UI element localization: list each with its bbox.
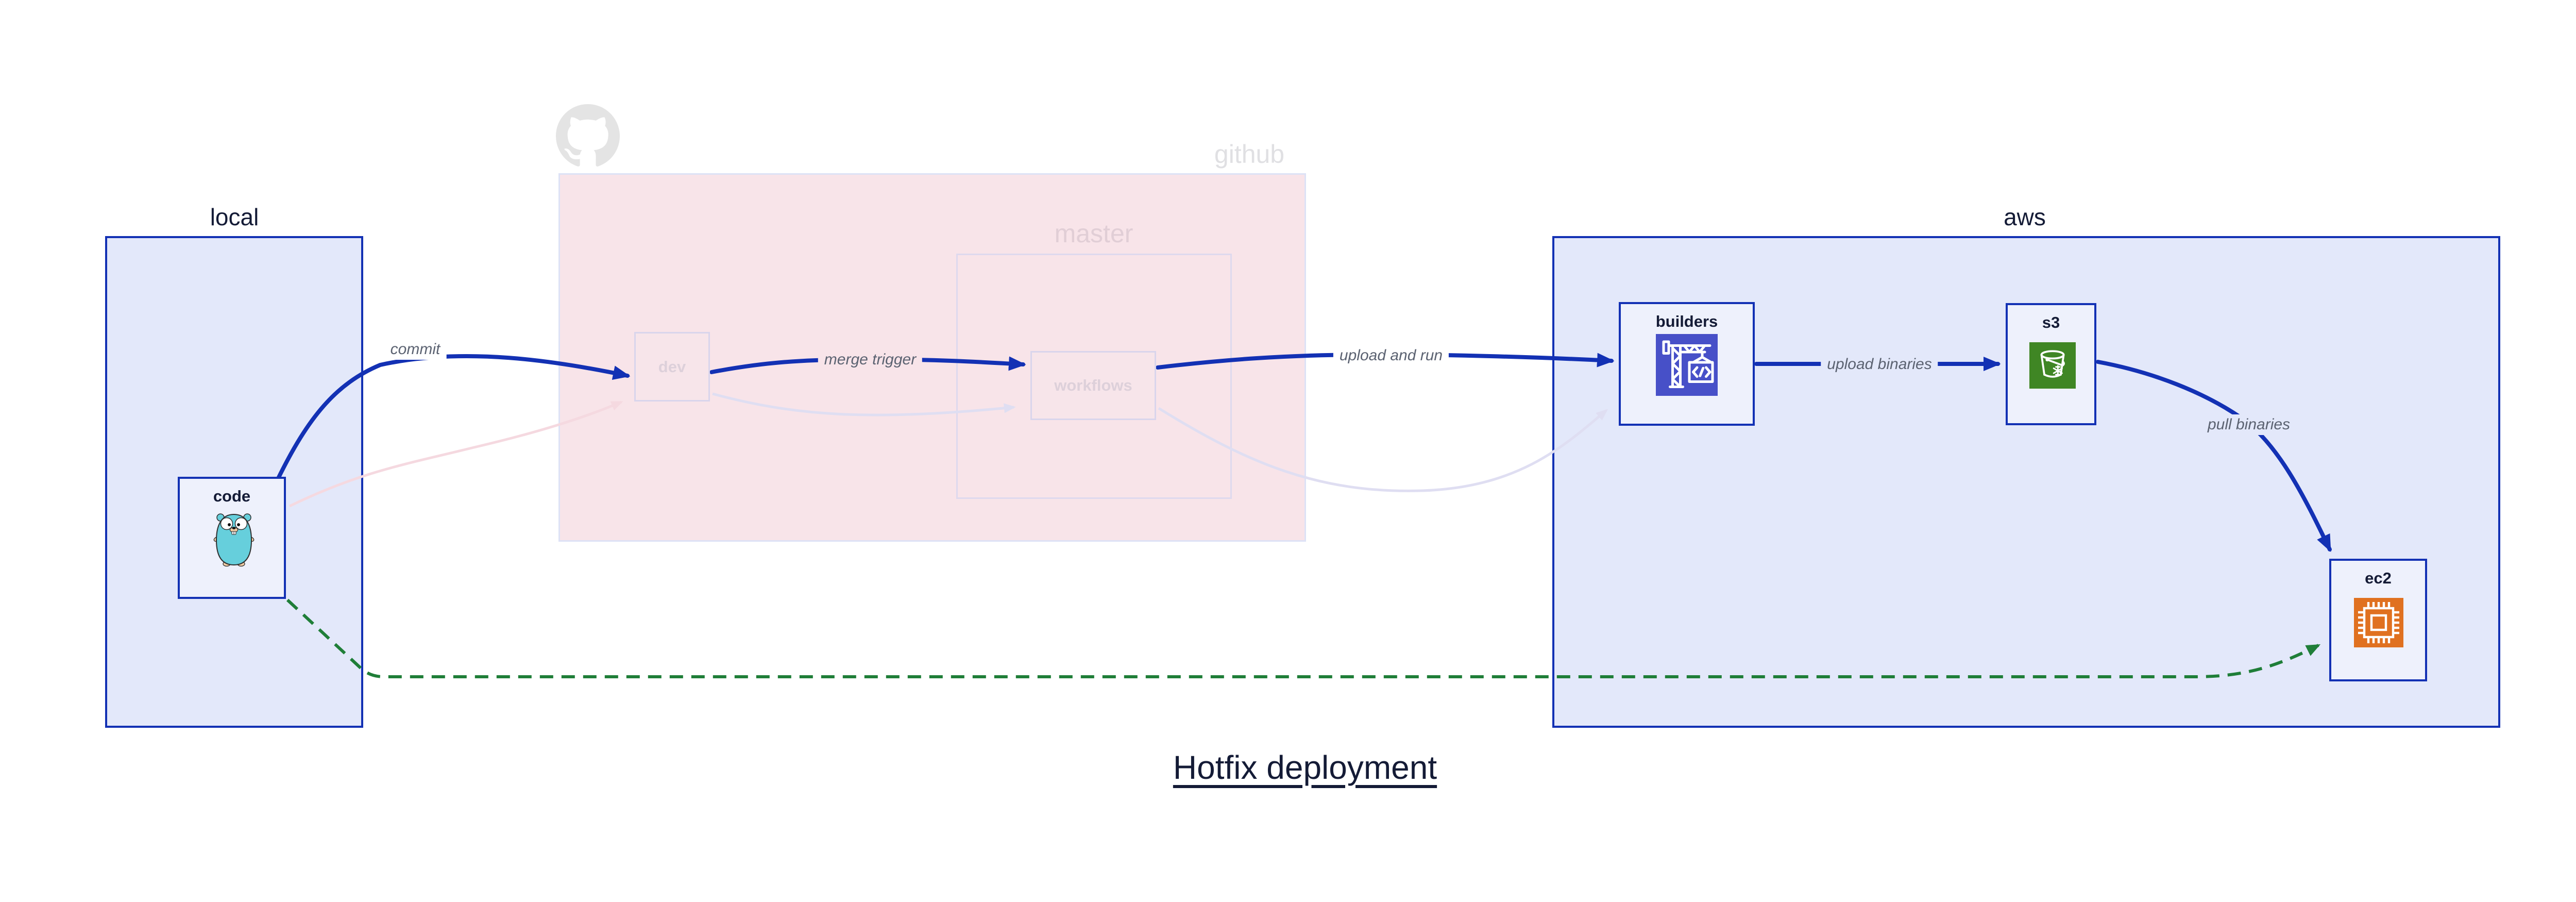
node-ec2: ec2 — [2329, 559, 2427, 681]
node-code: code — [178, 477, 286, 599]
aws-codebuild-crane-icon — [1656, 334, 1718, 396]
node-label-s3: s3 — [2042, 313, 2060, 331]
edge-label-commit: commit — [384, 339, 447, 360]
aws-ec2-chip-icon — [2354, 598, 2403, 647]
aws-s3-glacier-bucket-icon — [2029, 342, 2076, 389]
node-s3: s3 — [2006, 303, 2096, 425]
node-workflows: workflows — [1030, 351, 1156, 420]
node-builders: builders — [1619, 302, 1755, 426]
node-dev: dev — [634, 332, 710, 402]
container-label-aws: aws — [2004, 204, 2046, 230]
go-gopher-icon — [213, 513, 255, 567]
github-octocat-icon — [556, 104, 620, 166]
container-label-local: local — [210, 204, 259, 230]
edge-label-merge-trigger: merge trigger — [818, 349, 923, 370]
edge-label-upload-and-run: upload and run — [1333, 345, 1449, 366]
node-label-builders: builders — [1655, 312, 1718, 330]
node-label-ec2: ec2 — [2365, 569, 2392, 587]
edge-label-pull-binaries: pull binaries — [2201, 414, 2297, 435]
node-label-code: code — [213, 487, 251, 505]
container-master — [956, 254, 1232, 499]
diagram-title: Hotfix deployment — [1173, 749, 1437, 786]
node-label-workflows: workflows — [1054, 376, 1132, 394]
container-label-github: github — [1214, 140, 1285, 169]
edge-label-upload-binaries: upload binaries — [1821, 354, 1938, 375]
node-label-dev: dev — [658, 357, 686, 376]
container-label-master: master — [1054, 219, 1133, 248]
